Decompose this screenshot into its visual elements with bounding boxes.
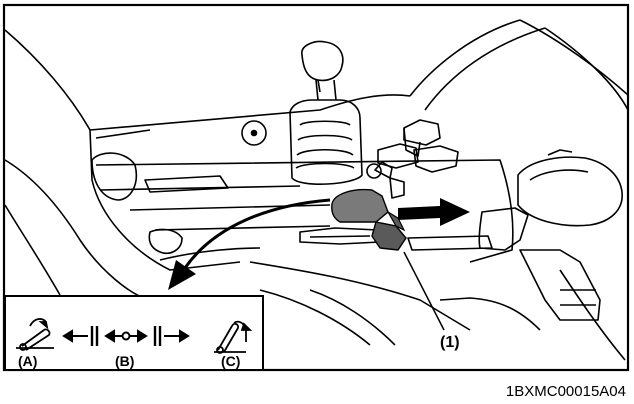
position-label-c: (C) <box>221 353 240 369</box>
lever-tilt-a-icon <box>16 318 54 351</box>
shuttle-lever <box>331 188 407 251</box>
lever-tilt-c-icon <box>214 320 253 354</box>
arrow-curved-icon <box>168 198 331 290</box>
inset-box <box>4 295 264 371</box>
figure-code: 1BXMC00015A04 <box>506 383 626 400</box>
neutral-detent-icon <box>62 326 190 346</box>
callout-label-1: (1) <box>440 334 460 351</box>
position-label-b: (B) <box>115 353 134 369</box>
callout-line-1 <box>403 251 445 331</box>
position-label-a: (A) <box>18 353 37 369</box>
console-line-art <box>4 19 629 361</box>
arrow-right-icon <box>398 198 470 226</box>
